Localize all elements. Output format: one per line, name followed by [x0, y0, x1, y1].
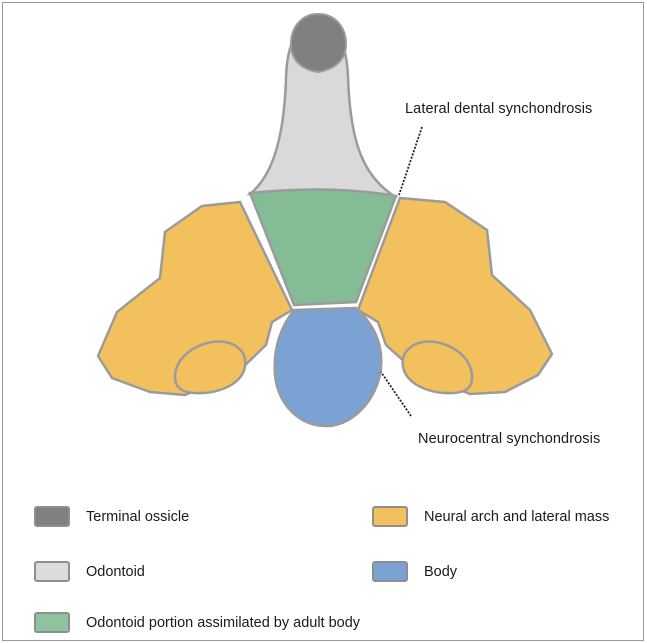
lateral-dental-synchondrosis-label: Lateral dental synchondrosis — [405, 101, 592, 117]
legend-item-odontoid-assimilated: Odontoid portion assimilated by adult bo… — [34, 612, 360, 633]
terminal-ossicle-swatch — [34, 506, 70, 527]
body-swatch — [372, 561, 408, 582]
odontoid-swatch — [34, 561, 70, 582]
legend-item-body: Body — [372, 561, 457, 582]
terminal-ossicle-region — [291, 14, 346, 72]
legend-label: Terminal ossicle — [86, 509, 189, 525]
legend-label: Body — [424, 564, 457, 580]
legend-label: Odontoid — [86, 564, 145, 580]
legend-label: Neural arch and lateral mass — [424, 509, 609, 525]
neural-arch-swatch — [372, 506, 408, 527]
neurocentral-leader-line — [381, 372, 411, 416]
legend-label: Odontoid portion assimilated by adult bo… — [86, 615, 360, 631]
body-region — [275, 308, 382, 426]
legend-item-terminal-ossicle: Terminal ossicle — [34, 506, 189, 527]
odontoid-assimilated-swatch — [34, 612, 70, 633]
lateral-dental-leader-line — [399, 127, 422, 195]
neurocentral-synchondrosis-label: Neurocentral synchondrosis — [418, 431, 600, 447]
legend-item-neural-arch: Neural arch and lateral mass — [372, 506, 609, 527]
legend-item-odontoid: Odontoid — [34, 561, 145, 582]
